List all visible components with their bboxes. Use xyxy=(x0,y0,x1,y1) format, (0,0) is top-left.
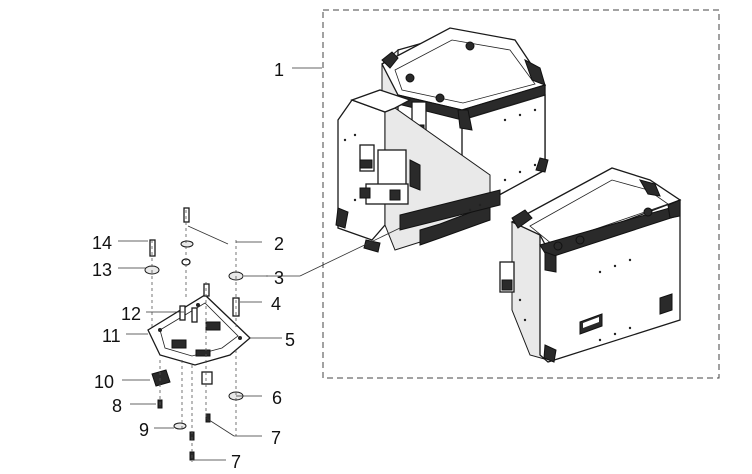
callout-1: 1 xyxy=(274,60,284,80)
leader-lines xyxy=(118,67,401,461)
callout-7a: 7 xyxy=(271,428,281,448)
callout-6: 6 xyxy=(272,388,282,408)
callout-3: 3 xyxy=(274,268,284,288)
callout-13: 13 xyxy=(92,260,112,280)
hardware-parts xyxy=(144,207,244,462)
callout-14: 14 xyxy=(92,233,112,253)
callout-10: 10 xyxy=(94,372,114,392)
callout-5: 5 xyxy=(285,330,295,350)
left-pannier xyxy=(335,89,501,253)
callout-12: 12 xyxy=(121,304,141,324)
right-pannier xyxy=(499,167,682,363)
callout-9: 9 xyxy=(139,420,149,440)
callout-2: 2 xyxy=(274,234,284,254)
callouts: 1 2 3 4 5 6 7 7 8 9 10 11 12 13 14 xyxy=(92,60,295,472)
callout-4: 4 xyxy=(271,294,281,314)
kit-boundary xyxy=(322,9,720,379)
callout-8: 8 xyxy=(112,396,122,416)
callout-11: 11 xyxy=(102,326,121,346)
callout-7b: 7 xyxy=(231,452,241,472)
